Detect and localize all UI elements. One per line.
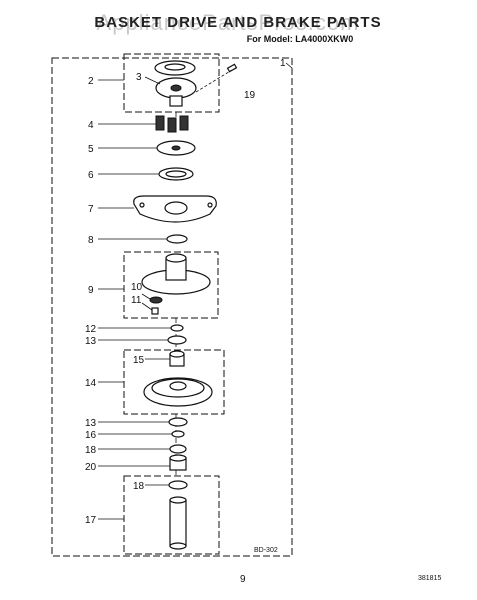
callout-label: 18	[85, 445, 97, 456]
callout-label: 20	[85, 462, 97, 473]
callout-label: 13	[85, 418, 97, 429]
part-drive-tube	[169, 496, 187, 550]
callout-label: 18	[133, 481, 145, 492]
part-bearing-lower	[168, 480, 188, 490]
part-spacer	[169, 454, 187, 471]
subassembly-box-9	[123, 251, 219, 319]
subassembly-box-2	[123, 53, 220, 113]
diagram-title: BASKET DRIVE AND BRAKE PARTS	[94, 14, 381, 31]
assembly-frame	[51, 57, 293, 557]
callout-label: 12	[85, 324, 97, 335]
watermark-text: AppliancePartsPros.com	[97, 10, 360, 35]
part-pulley	[143, 377, 213, 407]
part-washer-lower	[168, 417, 188, 427]
model-line: For Model: LA4000XKW0	[247, 34, 354, 44]
callout-label: 17	[85, 515, 97, 526]
callout-label: 15	[133, 355, 145, 366]
part-retaining-ring	[166, 234, 188, 244]
part-brake-lining	[158, 167, 194, 181]
page-number: 9	[240, 574, 246, 585]
callout-label: 8	[88, 235, 94, 246]
callout-label: 16	[85, 430, 97, 441]
callout-label: 14	[85, 378, 97, 389]
callout-label: 1	[280, 58, 286, 69]
callout-label: 3	[136, 72, 142, 83]
part-pin	[195, 63, 238, 93]
part-brake-plate	[156, 140, 196, 156]
part-brake-cam	[154, 60, 197, 107]
part-bushing	[169, 350, 185, 367]
part-seal	[171, 430, 185, 438]
callout-label: 7	[88, 204, 94, 215]
callout-label: 11	[131, 295, 142, 306]
part-washer	[167, 335, 187, 345]
callout-label: 2	[88, 76, 94, 87]
subassembly-box-17	[123, 475, 220, 555]
part-bearing	[169, 444, 187, 454]
doc-number: 381815	[418, 575, 441, 582]
part-brake-drum	[141, 253, 211, 315]
part-brake-bracket	[133, 195, 217, 223]
part-washer-small	[170, 324, 184, 332]
callout-label: 9	[88, 285, 94, 296]
callout-label: 19	[244, 90, 256, 101]
callout-label: 4	[88, 120, 94, 131]
callout-label: 5	[88, 144, 94, 155]
callout-label: 13	[85, 336, 97, 347]
callout-label: 6	[88, 170, 94, 181]
callout-label: 10	[131, 282, 143, 293]
drawing-code: BD-302	[254, 547, 278, 554]
part-springs	[155, 115, 189, 133]
